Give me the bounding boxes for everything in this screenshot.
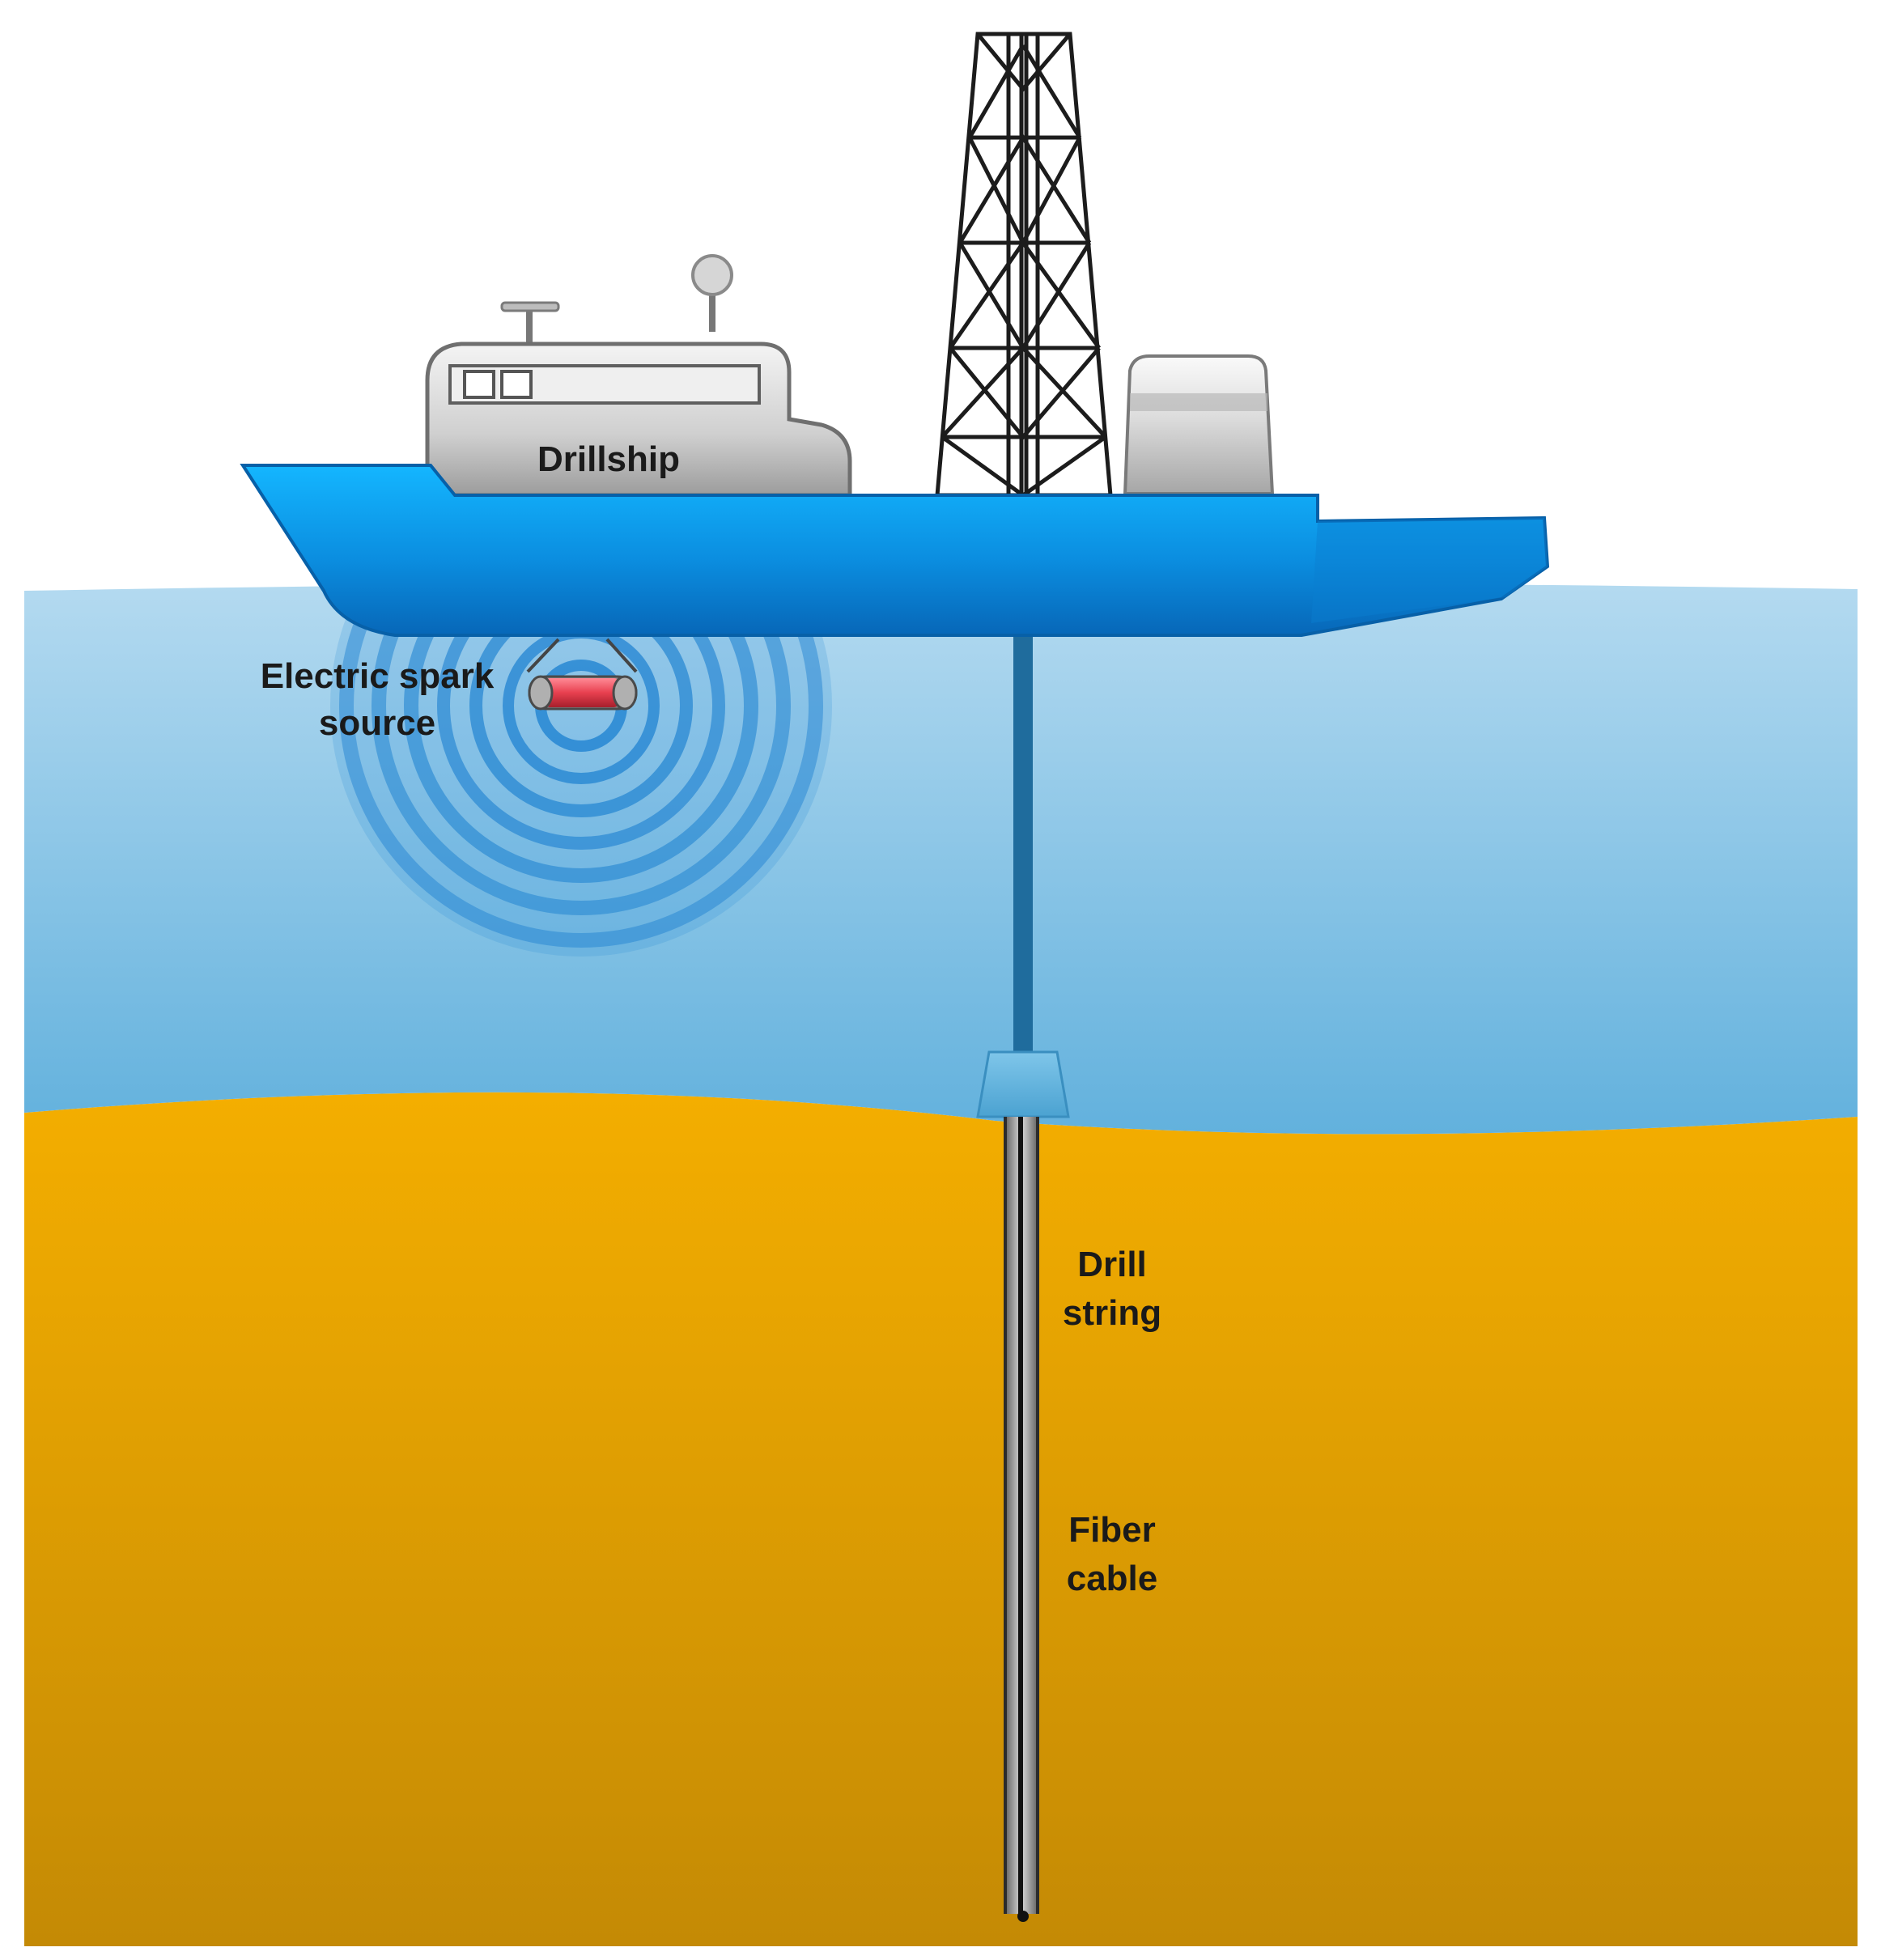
drill-string-label-line1: Drill bbox=[1077, 1245, 1147, 1284]
wellhead bbox=[976, 1050, 1070, 1118]
spark-source-label-line2: source bbox=[319, 703, 435, 743]
fiber-cable-label-line2: cable bbox=[1067, 1559, 1158, 1598]
cabin-window bbox=[463, 370, 495, 399]
seabed bbox=[24, 1092, 1858, 1946]
ship-cabin: Drillship bbox=[425, 254, 852, 498]
spark-source-label-line1: Electric spark bbox=[261, 656, 495, 696]
spark-core bbox=[544, 678, 620, 707]
drill-string-label-line2: string bbox=[1063, 1293, 1161, 1333]
cabin-window bbox=[500, 370, 533, 399]
derrick-tower bbox=[935, 32, 1113, 498]
riser-pipe bbox=[1013, 631, 1033, 1052]
fiber-cable-end bbox=[1017, 1911, 1029, 1922]
antenna-mast bbox=[500, 301, 560, 312]
ship-hull bbox=[240, 464, 1550, 637]
fiber-cable bbox=[1018, 1117, 1023, 1914]
deck-equipment bbox=[1123, 354, 1275, 495]
drillship-label: Drillship bbox=[537, 439, 680, 479]
radar-dome bbox=[691, 254, 733, 296]
fiber-cable-label-line1: Fiber bbox=[1068, 1510, 1156, 1550]
spark-source bbox=[526, 638, 638, 711]
